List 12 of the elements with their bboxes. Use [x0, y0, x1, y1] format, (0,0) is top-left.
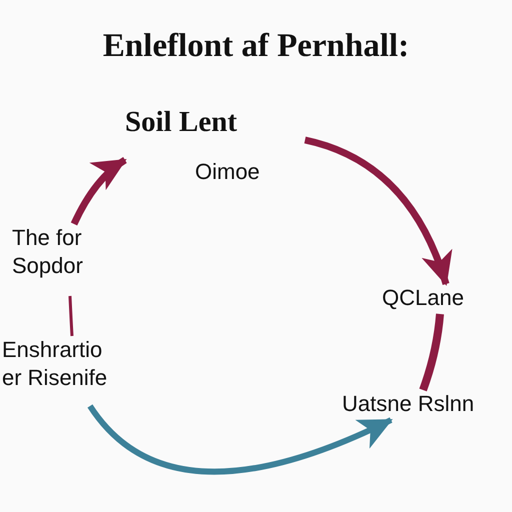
diagram-title: Enleflont af Pernhall:	[102, 28, 410, 65]
node-label: QCLane	[382, 284, 465, 312]
connector-line	[419, 314, 444, 392]
curved-arrow	[88, 404, 393, 474]
node-label: The for Sopdor	[12, 224, 84, 279]
curved-arrow	[304, 136, 452, 286]
node-heading: Soil Lent	[125, 105, 237, 140]
node-text: Oimoe	[195, 158, 260, 186]
node-label: Enshrartio er Risenife	[2, 336, 108, 391]
connector-line	[68, 296, 74, 336]
node-label: Uatsne Rslnn	[342, 390, 476, 418]
curved-arrow	[70, 157, 127, 226]
